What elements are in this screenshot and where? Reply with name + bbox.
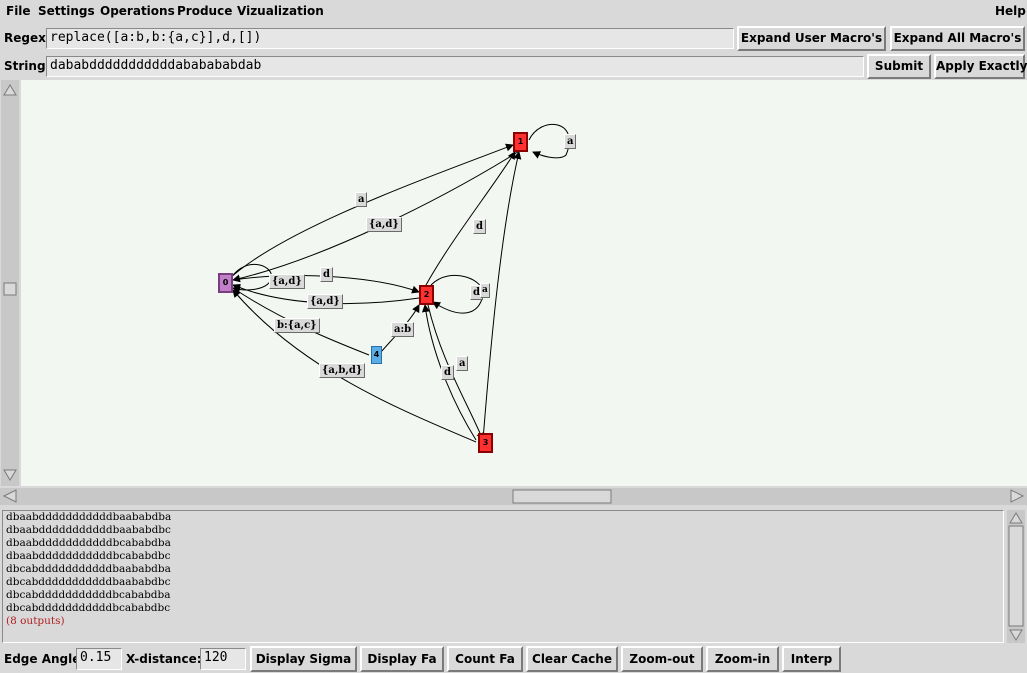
zoom-out-button[interactable]: Zoom-out xyxy=(621,646,703,672)
canvas-vertical-scrollbar[interactable] xyxy=(1,80,19,486)
menu-file[interactable]: File xyxy=(6,4,31,18)
edge-label: a xyxy=(564,134,577,149)
edge-label: d xyxy=(473,219,486,234)
edge-label: b:{a,c} xyxy=(274,318,320,333)
output-line: dbcabdddddddddddbcababdba xyxy=(6,589,171,601)
edge-label: a xyxy=(456,356,469,371)
interp-button[interactable]: Interp xyxy=(782,646,841,672)
submit-button[interactable]: Submit xyxy=(867,54,931,79)
x-distance-label: X-distance: xyxy=(126,652,202,666)
edge-angle-input[interactable]: 0.15 xyxy=(76,648,122,670)
edge-label: d xyxy=(441,365,454,380)
apply-exactly-button[interactable]: Apply Exactly xyxy=(934,54,1027,79)
x-distance-input[interactable]: 120 xyxy=(200,648,246,670)
edge-label: {a,d} xyxy=(307,294,343,309)
menu-produce[interactable]: Produce xyxy=(177,4,233,18)
output-line: dbcabdddddddddddbcababdbc xyxy=(6,602,171,614)
scroll-right-icon xyxy=(1010,489,1025,503)
output-vertical-scrollbar[interactable] xyxy=(1007,510,1025,643)
graph-canvas[interactable]: 0 1 2 3 4 a a {a,d} d d {a,d} {a,d} d a … xyxy=(21,80,1027,486)
menu-operations[interactable]: Operations xyxy=(100,4,175,18)
menu-settings[interactable]: Settings xyxy=(38,4,95,18)
scroll-up-icon xyxy=(1009,512,1023,524)
scroll-down-icon xyxy=(1009,629,1023,641)
string-label: String: xyxy=(4,59,51,73)
output-line: dbaabdddddddddddbaababdba xyxy=(6,511,172,523)
state-node-2[interactable]: 2 xyxy=(419,285,434,305)
scroll-left-icon xyxy=(2,489,17,503)
state-node-3[interactable]: 3 xyxy=(478,433,493,453)
scroll-thumb xyxy=(512,489,612,504)
expand-user-macros-button[interactable]: Expand User Macro's xyxy=(737,26,886,51)
output-line: dbcabdddddddddddbaababdbc xyxy=(6,576,171,588)
canvas-horizontal-scrollbar[interactable] xyxy=(0,488,1027,505)
edge-label: a xyxy=(480,283,490,298)
output-line: dbcabdddddddddddbaababdba xyxy=(6,563,171,575)
display-fa-button[interactable]: Display Fa xyxy=(360,646,444,672)
display-sigma-button[interactable]: Display Sigma xyxy=(250,646,357,672)
expand-all-macros-button[interactable]: Expand All Macro's xyxy=(890,26,1025,51)
clear-cache-button[interactable]: Clear Cache xyxy=(526,646,618,672)
scroll-down-icon xyxy=(3,469,17,481)
output-line: dbaabdddddddddddbcababdba xyxy=(6,537,171,549)
edge-label: a:b xyxy=(391,322,415,337)
output-line: dbaabdddddddddddbcababdbc xyxy=(6,550,171,562)
edge-label: {a,d} xyxy=(366,217,402,232)
state-node-0[interactable]: 0 xyxy=(218,273,233,293)
zoom-in-button[interactable]: Zoom-in xyxy=(706,646,779,672)
regex-label: Regex: xyxy=(4,31,51,45)
scroll-up-icon xyxy=(3,84,17,96)
edge-label: {a,b,d} xyxy=(319,363,366,378)
output-summary: (8 outputs) xyxy=(6,615,65,627)
count-fa-button[interactable]: Count Fa xyxy=(447,646,523,672)
menu-vizualization[interactable]: Vizualization xyxy=(237,4,324,18)
state-node-1[interactable]: 1 xyxy=(513,132,528,152)
edge-label: d xyxy=(320,267,333,282)
edge-label: {a,d} xyxy=(269,274,305,289)
menu-help[interactable]: Help xyxy=(995,4,1026,18)
edge-angle-label: Edge Angle: xyxy=(4,652,86,666)
output-line: dbaabdddddddddddbaababdbc xyxy=(6,524,171,536)
output-text[interactable]: dbaabdddddddddddbaababdba dbaabddddddddd… xyxy=(2,510,1004,643)
menu-bar: File Settings Operations Produce Vizuali… xyxy=(0,0,1027,24)
string-input[interactable]: dababdddddddddddababababdab xyxy=(46,56,864,77)
edge-label: a xyxy=(355,192,368,207)
regex-input[interactable]: replace([a:b,b:{a,c}],d,[]) xyxy=(46,28,734,49)
state-node-4[interactable]: 4 xyxy=(371,346,382,364)
